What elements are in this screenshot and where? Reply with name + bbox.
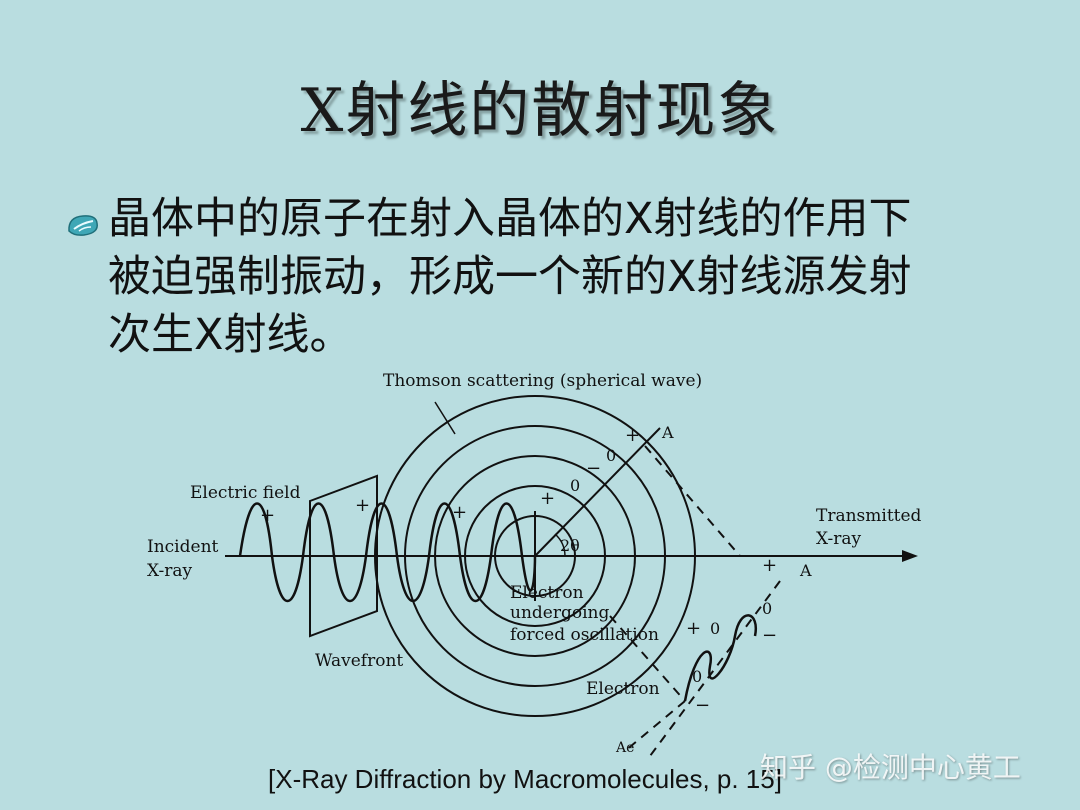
bullet-line-1: 晶体中的原子在射入晶体的X射线的作用下 bbox=[108, 194, 912, 244]
incident-wave bbox=[238, 502, 537, 603]
transmitted-arrow-head bbox=[902, 550, 918, 562]
sign-minus-1: − bbox=[586, 458, 601, 479]
sign-zero-1: 0 bbox=[606, 446, 616, 465]
sign-minus-3: − bbox=[695, 695, 710, 716]
sign-minus-2: − bbox=[762, 625, 777, 646]
label-a-right: A bbox=[799, 561, 812, 580]
bullet-line-3: 次生X射线。 bbox=[108, 310, 353, 360]
sign-plus-6: + bbox=[762, 555, 777, 576]
watermark: 知乎 @检测中心黄工 bbox=[760, 751, 1021, 784]
sign-plus-5: + bbox=[625, 425, 640, 446]
sign-plus-7: + bbox=[686, 618, 701, 639]
label-angle: 2θ bbox=[560, 536, 580, 555]
sign-plus-4: + bbox=[540, 488, 555, 509]
wavefront-plane bbox=[309, 474, 378, 638]
thomson-scattering-diagram: Thomson scattering (spherical wave) Elec… bbox=[147, 371, 922, 757]
scattered-wave bbox=[683, 614, 758, 702]
dashed-line-2 bbox=[609, 615, 686, 702]
sign-plus-3: + bbox=[452, 502, 467, 523]
citation: [X-Ray Diffraction by Macromolecules, p.… bbox=[268, 764, 782, 794]
label-electron-2: undergoing bbox=[510, 603, 609, 623]
leaf-bullet-icon bbox=[68, 215, 98, 236]
bullet-line-2: 被迫强制振动，形成一个新的X射线源发射 bbox=[108, 252, 912, 302]
sign-zero-2: 0 bbox=[570, 476, 580, 495]
label-electron-1: Electron bbox=[510, 583, 584, 603]
label-incident-1: Incident bbox=[147, 537, 219, 557]
label-electron-lower: Electron bbox=[586, 679, 660, 699]
label-electric-field: Electric field bbox=[190, 483, 301, 503]
sign-zero-3: 0 bbox=[762, 599, 772, 618]
label-transmitted-1: Transmitted bbox=[816, 506, 922, 526]
sign-plus-2: + bbox=[355, 495, 370, 516]
sign-zero-5: 0 bbox=[692, 667, 702, 686]
label-wavefront: Wavefront bbox=[315, 651, 403, 671]
label-a-top: A bbox=[661, 423, 674, 442]
bullet-paragraph: 晶体中的原子在射入晶体的X射线的作用下 被迫强制振动，形成一个新的X射线源发射 … bbox=[108, 190, 1028, 364]
dashed-line-3 bbox=[624, 700, 686, 752]
angle-arc bbox=[554, 533, 566, 557]
label-transmitted-2: X-ray bbox=[816, 529, 862, 549]
thomson-leader bbox=[434, 401, 456, 435]
slide-title: X射线的散射现象 bbox=[300, 76, 780, 146]
dashed-line-4 bbox=[649, 580, 781, 757]
label-electron-3: forced oscillation bbox=[510, 625, 659, 645]
label-thomson: Thomson scattering (spherical wave) bbox=[383, 371, 702, 391]
dashed-line-1 bbox=[644, 445, 741, 557]
sign-plus-1: + bbox=[260, 505, 275, 526]
label-incident-2: X-ray bbox=[147, 561, 193, 581]
label-ae: Ae bbox=[615, 740, 634, 756]
sign-zero-4: 0 bbox=[710, 619, 720, 638]
